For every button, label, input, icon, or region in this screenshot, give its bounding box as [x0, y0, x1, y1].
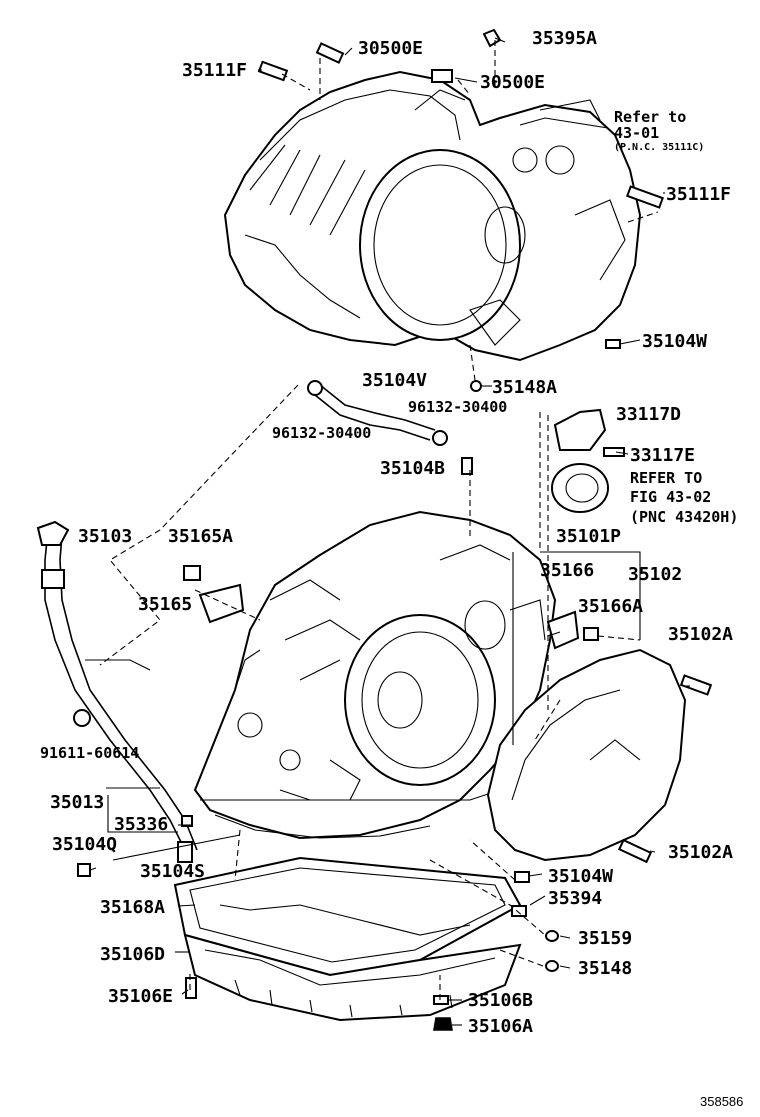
label-refer-to-2: REFER TO [630, 469, 702, 487]
plug-35106a-icon [433, 1017, 453, 1031]
clamp-35336-icon [181, 815, 193, 827]
label-35104w-top: 35104W [642, 331, 707, 352]
label-35106b: 35106B [468, 990, 533, 1011]
label-35013: 35013 [50, 792, 104, 813]
seal-bracket [551, 408, 609, 513]
plug-35159-icon [545, 930, 559, 942]
label-35159: 35159 [578, 928, 632, 949]
label-35336: 35336 [114, 814, 168, 835]
label-35102: 35102 [628, 564, 682, 585]
label-43-01: 43-01 [614, 124, 659, 142]
plug-35104w-bottom-icon [514, 871, 530, 883]
plate-35166-icon [546, 610, 580, 650]
label-35106a: 35106A [468, 1016, 533, 1037]
label-35168a: 35168A [100, 897, 165, 918]
bolt-35111f-left-icon [257, 60, 289, 82]
dashed-guides [99, 40, 659, 1000]
label-35395a: 35395A [532, 28, 597, 49]
bracket-35165-icon [198, 583, 245, 624]
bolt-35166a-icon [583, 627, 599, 641]
label-35166a: 35166A [578, 596, 643, 617]
magnet-35394-icon [511, 905, 527, 917]
plug-35104q-icon [77, 863, 91, 877]
label-96132-left: 96132-30400 [272, 424, 371, 442]
clip-35395a-icon [482, 28, 502, 48]
bolt-33117e-icon [603, 447, 625, 457]
label-35166: 35166 [540, 560, 594, 581]
hose-clamp-left [307, 380, 323, 396]
label-pnc-43420h: (PNC 43420H) [630, 508, 738, 526]
union-35104b-icon [461, 457, 473, 475]
oil-seal [551, 463, 609, 513]
label-pnc-35111c: (P.N.C. 35111C) [614, 142, 704, 153]
bolt-35165a-icon [183, 565, 201, 581]
bolt-30500e-top-icon [315, 42, 345, 64]
label-33117d: 33117D [616, 404, 681, 425]
label-30500e-right: 30500E [480, 72, 545, 93]
label-35106e: 35106E [108, 986, 173, 1007]
transaxle-case [193, 510, 557, 840]
label-35104b: 35104B [380, 458, 445, 479]
bolt-35111f-right-icon [626, 185, 664, 209]
plug-35148a-icon [470, 380, 482, 392]
label-35104s: 35104S [140, 861, 205, 882]
label-35102a-top: 35102A [668, 624, 733, 645]
label-35394: 35394 [548, 888, 602, 909]
bolt-35102a-bottom-icon [617, 838, 653, 864]
dipstick-handle [36, 520, 70, 546]
label-35104v: 35104V [362, 370, 427, 391]
bolt-30500e-right-icon [431, 69, 453, 83]
label-35104q: 35104Q [52, 834, 117, 855]
label-35111f-right: 35111F [666, 184, 731, 205]
dipstick-grip [41, 569, 65, 589]
gasket-35106b-icon [433, 995, 449, 1005]
label-35148a: 35148A [492, 377, 557, 398]
breather-hose [307, 380, 448, 446]
bolt-91611-icon [73, 709, 91, 727]
part-labels: 30500E 35395A 35111F 30500E Refer to 43-… [40, 28, 743, 1109]
gasket-35148-icon [545, 960, 559, 972]
label-35101p: 35101P [556, 526, 621, 547]
diagram-id: 358586 [700, 1094, 743, 1109]
bolt-35102a-top-icon [679, 674, 713, 696]
label-35111f-left: 35111F [182, 60, 247, 81]
leader-lines [89, 37, 690, 1026]
label-fig-43-02: FIG 43-02 [630, 488, 711, 506]
label-35165a: 35165A [168, 526, 233, 547]
dipstick-tube [36, 520, 198, 863]
label-35102a-bottom: 35102A [668, 842, 733, 863]
label-35165: 35165 [138, 594, 192, 615]
label-30500e-top: 30500E [358, 38, 423, 59]
label-96132-right: 96132-30400 [408, 398, 507, 416]
label-35104w-bottom: 35104W [548, 866, 613, 887]
transmission-housing [223, 70, 642, 362]
hose-clamp-right [432, 430, 448, 446]
plug-35104w-top-icon [605, 339, 621, 349]
label-35148: 35148 [578, 958, 632, 979]
label-91611-60614: 91611-60614 [40, 744, 139, 762]
label-refer-to-1: Refer to [614, 108, 686, 126]
side-cover [486, 648, 687, 862]
label-33117e: 33117E [630, 445, 695, 466]
bolt-35106e-icon [185, 977, 197, 999]
label-35103: 35103 [78, 526, 132, 547]
label-35106d: 35106D [100, 944, 165, 965]
